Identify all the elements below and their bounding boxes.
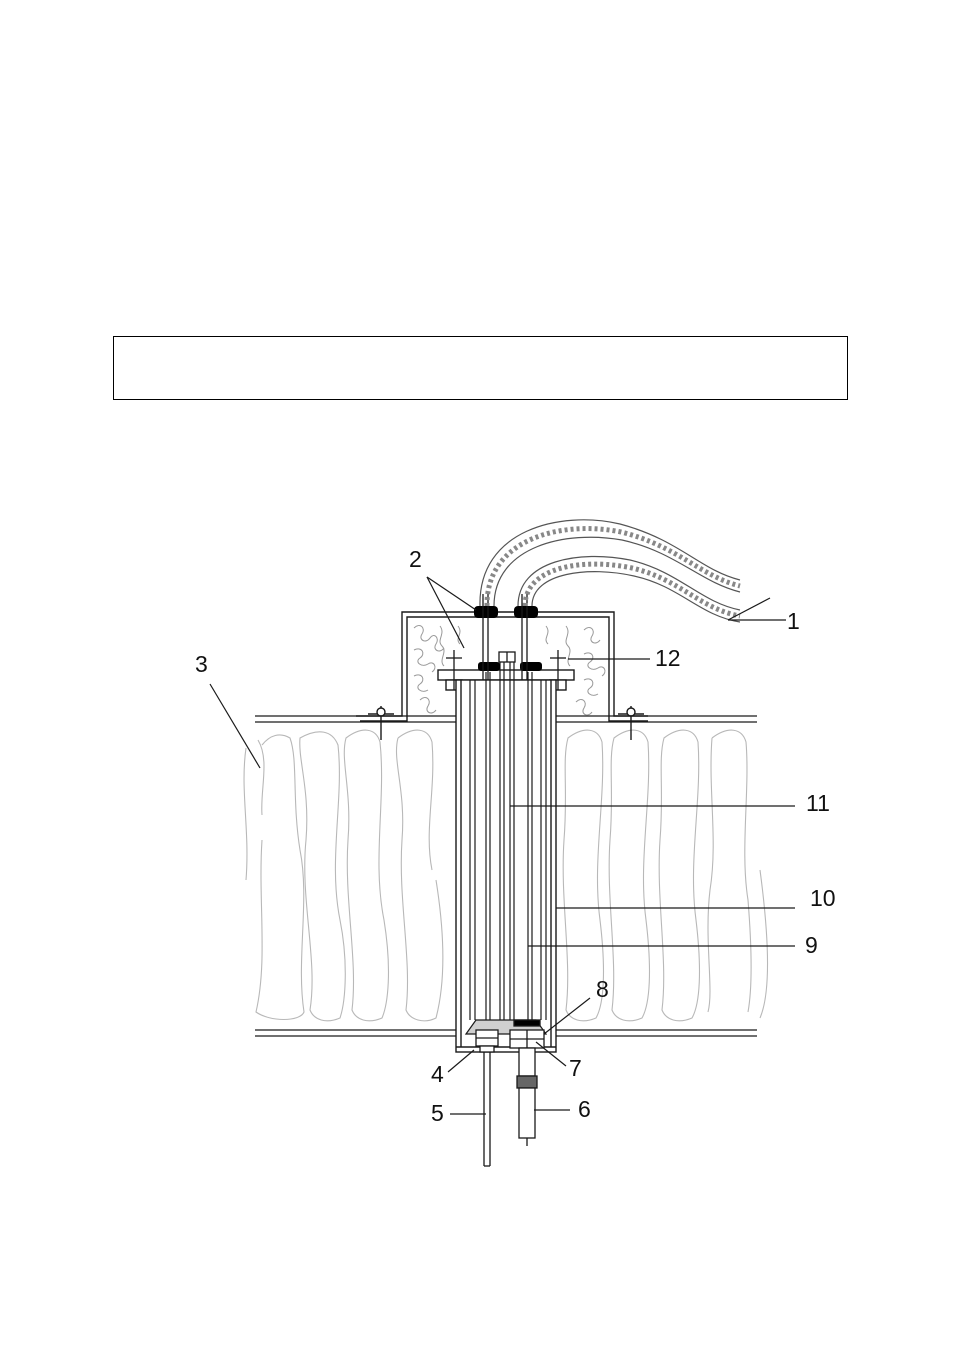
panel-screw-right — [618, 706, 644, 740]
callout-8: 8 — [596, 976, 609, 1002]
callout-12: 12 — [655, 645, 681, 671]
rod-gasket-left — [478, 662, 500, 671]
callout-2: 2 — [409, 546, 422, 572]
probe-rod-5 — [484, 1052, 490, 1166]
callout-4: 4 — [431, 1061, 444, 1087]
top-nut — [499, 652, 515, 662]
callout-5: 5 — [431, 1100, 444, 1126]
temperature-probe-6 — [517, 1048, 537, 1146]
cable-gland-left — [474, 606, 498, 618]
callout-1: 1 — [787, 608, 800, 634]
callout-6: 6 — [578, 1096, 591, 1122]
callout-9: 9 — [805, 932, 818, 958]
rod-gasket-right — [520, 662, 542, 671]
callout-10: 10 — [810, 885, 836, 911]
panel-screw-left — [368, 706, 394, 740]
callout-7: 7 — [569, 1055, 582, 1081]
cable-gland-right — [514, 606, 538, 618]
callout-3: 3 — [195, 651, 208, 677]
callout-11: 11 — [806, 790, 830, 816]
